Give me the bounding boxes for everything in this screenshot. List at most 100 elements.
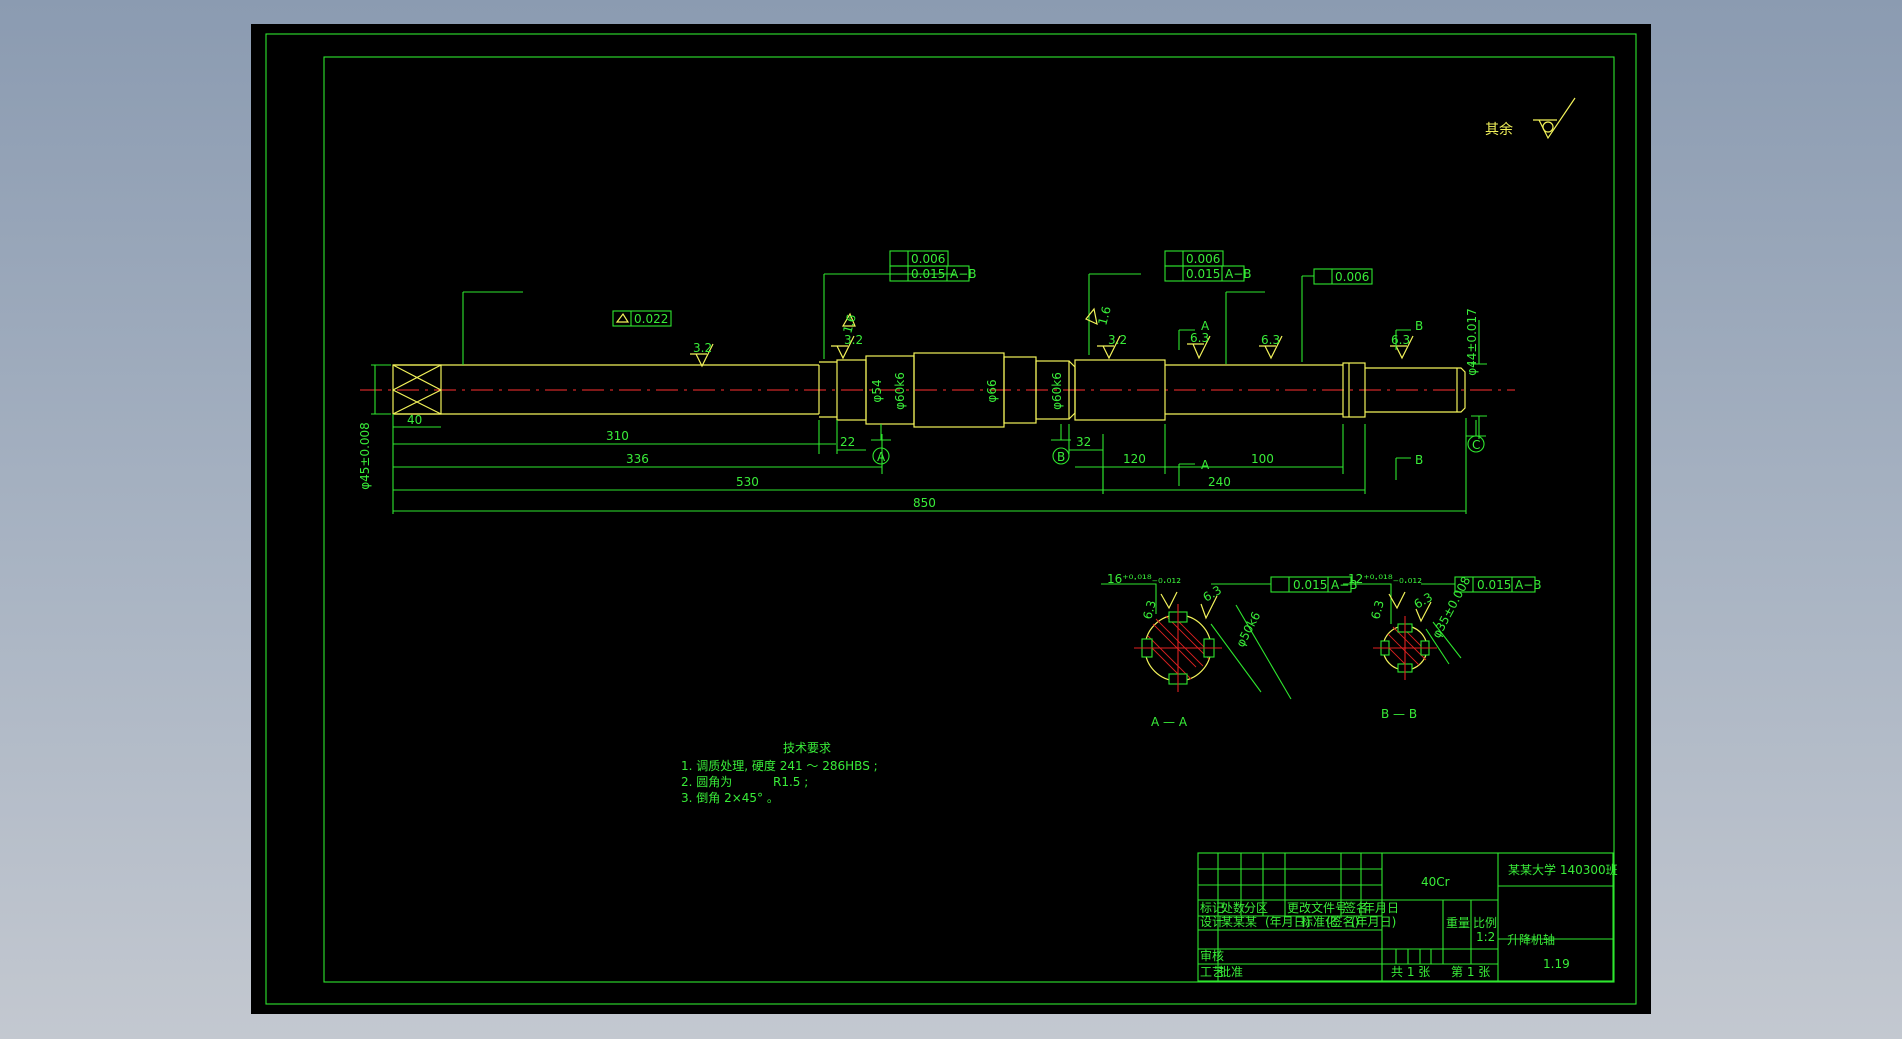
row-review: 审核 (1200, 948, 1224, 963)
weight-label: 重量 (1446, 916, 1470, 930)
section-bb-label: B — B (1381, 707, 1417, 721)
dim-d54: φ54 (870, 379, 884, 402)
outer-frame (265, 33, 1637, 1005)
tol-0.006-b: 0.006 (1186, 252, 1220, 266)
row-design: 设计 (1200, 915, 1224, 929)
tech-req-item-2: 2. 圆角为 (681, 775, 732, 789)
section-aa-label: A — A (1151, 715, 1188, 729)
tol-0.006-c: 0.006 (1335, 270, 1369, 284)
roughness-s1: 6.3 (1140, 599, 1158, 621)
hdr-mark: 标记 (1200, 901, 1224, 915)
tol-ref-a: A−B (950, 267, 977, 281)
inner-frame (323, 56, 1615, 983)
section-cut-markers (1178, 329, 1411, 486)
roughness-s2: 6.3 (1201, 583, 1225, 605)
school-name: 某某大学 140300班 (1508, 862, 1618, 877)
part-name: 升降机轴 (1507, 932, 1555, 947)
roughness-r3: 3.2 (844, 333, 863, 347)
datum-markers (872, 435, 1485, 465)
tolerance-frame-1 (612, 310, 672, 327)
dim-336: 336 (626, 452, 649, 466)
tech-req-item-3: 3. 倒角 2×45° 。 (681, 791, 779, 805)
dim-40: 40 (407, 413, 422, 427)
technical-drawing: 其余 φ (265, 33, 1637, 1005)
dim-d60-left: φ60k6 (893, 372, 907, 410)
section-aa-view (1134, 604, 1292, 700)
tol-0.015-section-a: 0.015 (1293, 578, 1327, 592)
datum-b: B (1057, 450, 1065, 464)
datum-a: A (877, 450, 886, 464)
roughness-s3: 6.3 (1368, 599, 1386, 621)
tech-req-item-2b: R1.5 ; (773, 775, 808, 789)
section-a-bottom: A (1201, 458, 1210, 472)
tech-req-item-1: 1. 调质处理, 硬度 241 ～ 286HBS ; (681, 758, 878, 773)
roughness-r1: 3.2 (693, 341, 712, 355)
dimension-lines (371, 273, 1487, 514)
roughness-symbols-section-a (1160, 591, 1218, 620)
dim-d60-right: φ60k6 (1050, 372, 1064, 410)
sheets-total: 共 1 张 (1391, 965, 1430, 979)
tol-0.015-section-b: 0.015 (1477, 578, 1511, 592)
dim-d66: φ66 (985, 379, 999, 402)
tolerance-frame-section-b (1343, 576, 1536, 624)
drawing-number: 1.19 (1543, 957, 1570, 971)
scale-value: 1:2 (1476, 930, 1495, 944)
roughness-r5: 3.2 (1108, 333, 1127, 347)
dim-530: 530 (736, 475, 759, 489)
tol-ref-b: A−B (1225, 267, 1252, 281)
tol-0.022: 0.022 (634, 312, 668, 326)
tolerance-frame-4 (1301, 268, 1373, 362)
roughness-symbols (690, 307, 1414, 368)
tol-0.006-a: 0.006 (911, 252, 945, 266)
roughness-r6: 6.3 (1190, 331, 1209, 345)
tech-req-title: 技术要求 (783, 741, 831, 755)
section-b-top: B (1415, 319, 1423, 333)
row-approve: 批准 (1219, 964, 1243, 979)
roughness-r4: 1.6 (1095, 305, 1113, 327)
roughness-r7: 6.3 (1261, 333, 1280, 347)
row-designer: 某某某 (1221, 915, 1257, 929)
row-standard-sign: (签名) (1326, 914, 1359, 929)
section-b-bottom: B (1415, 453, 1423, 467)
dim-310: 310 (606, 429, 629, 443)
hdr-change-doc: 更改文件号 (1287, 900, 1347, 915)
row-standard: 标准化 (1301, 915, 1337, 929)
roughness-s4: 6.3 (1412, 590, 1436, 612)
hdr-date: 年月日 (1363, 901, 1399, 915)
section-a-top: A (1201, 319, 1210, 333)
dim-d45: φ45±0.008 (358, 422, 372, 490)
drawing-canvas[interactable]: 其余 φ (251, 24, 1651, 1014)
tolerance-frame-section-a (1101, 576, 1352, 614)
dim-850: 850 (913, 496, 936, 510)
dim-d44: φ44±0.017 (1465, 308, 1479, 376)
hdr-count: 处数 (1221, 900, 1245, 915)
dim-keyway-12: 12⁺⁰·⁰¹⁸₋₀.₀₁₂ (1348, 572, 1422, 586)
tolerance-frame-2 (889, 250, 970, 282)
roughness-other-label: 其余 (1485, 121, 1513, 138)
datum-c: C (1472, 438, 1480, 452)
scale-label: 比例 (1473, 916, 1497, 930)
shaft-outline (392, 352, 1466, 428)
dim-32: 32 (1076, 435, 1091, 449)
dim-22: 22 (840, 435, 855, 449)
row-design-date: (年月日) (1265, 915, 1310, 929)
tol-ref-section-b: A−B (1515, 578, 1542, 592)
row-process: 工艺 (1200, 965, 1224, 979)
hdr-sign: 签名 (1344, 900, 1368, 915)
hdr-zone: 分区 (1244, 901, 1268, 915)
roughness-r2: 1.6 (840, 313, 858, 335)
roughness-symbols-section-b (1388, 591, 1432, 623)
material-label: 40Cr (1421, 875, 1450, 889)
tolerance-frame-3 (1164, 250, 1245, 282)
roughness-symbol-other (1533, 97, 1576, 140)
tol-0.015-a: 0.015 (911, 267, 945, 281)
dim-100: 100 (1251, 452, 1274, 466)
roughness-r8: 6.3 (1391, 333, 1410, 347)
title-block-grid (1197, 852, 1614, 982)
tol-0.015-b: 0.015 (1186, 267, 1220, 281)
row-standard-date: (年月日) (1351, 915, 1396, 929)
dim-120: 120 (1123, 452, 1146, 466)
section-bb-view (1373, 616, 1462, 680)
sheet-number: 第 1 张 (1451, 965, 1490, 979)
dim-240: 240 (1208, 475, 1231, 489)
